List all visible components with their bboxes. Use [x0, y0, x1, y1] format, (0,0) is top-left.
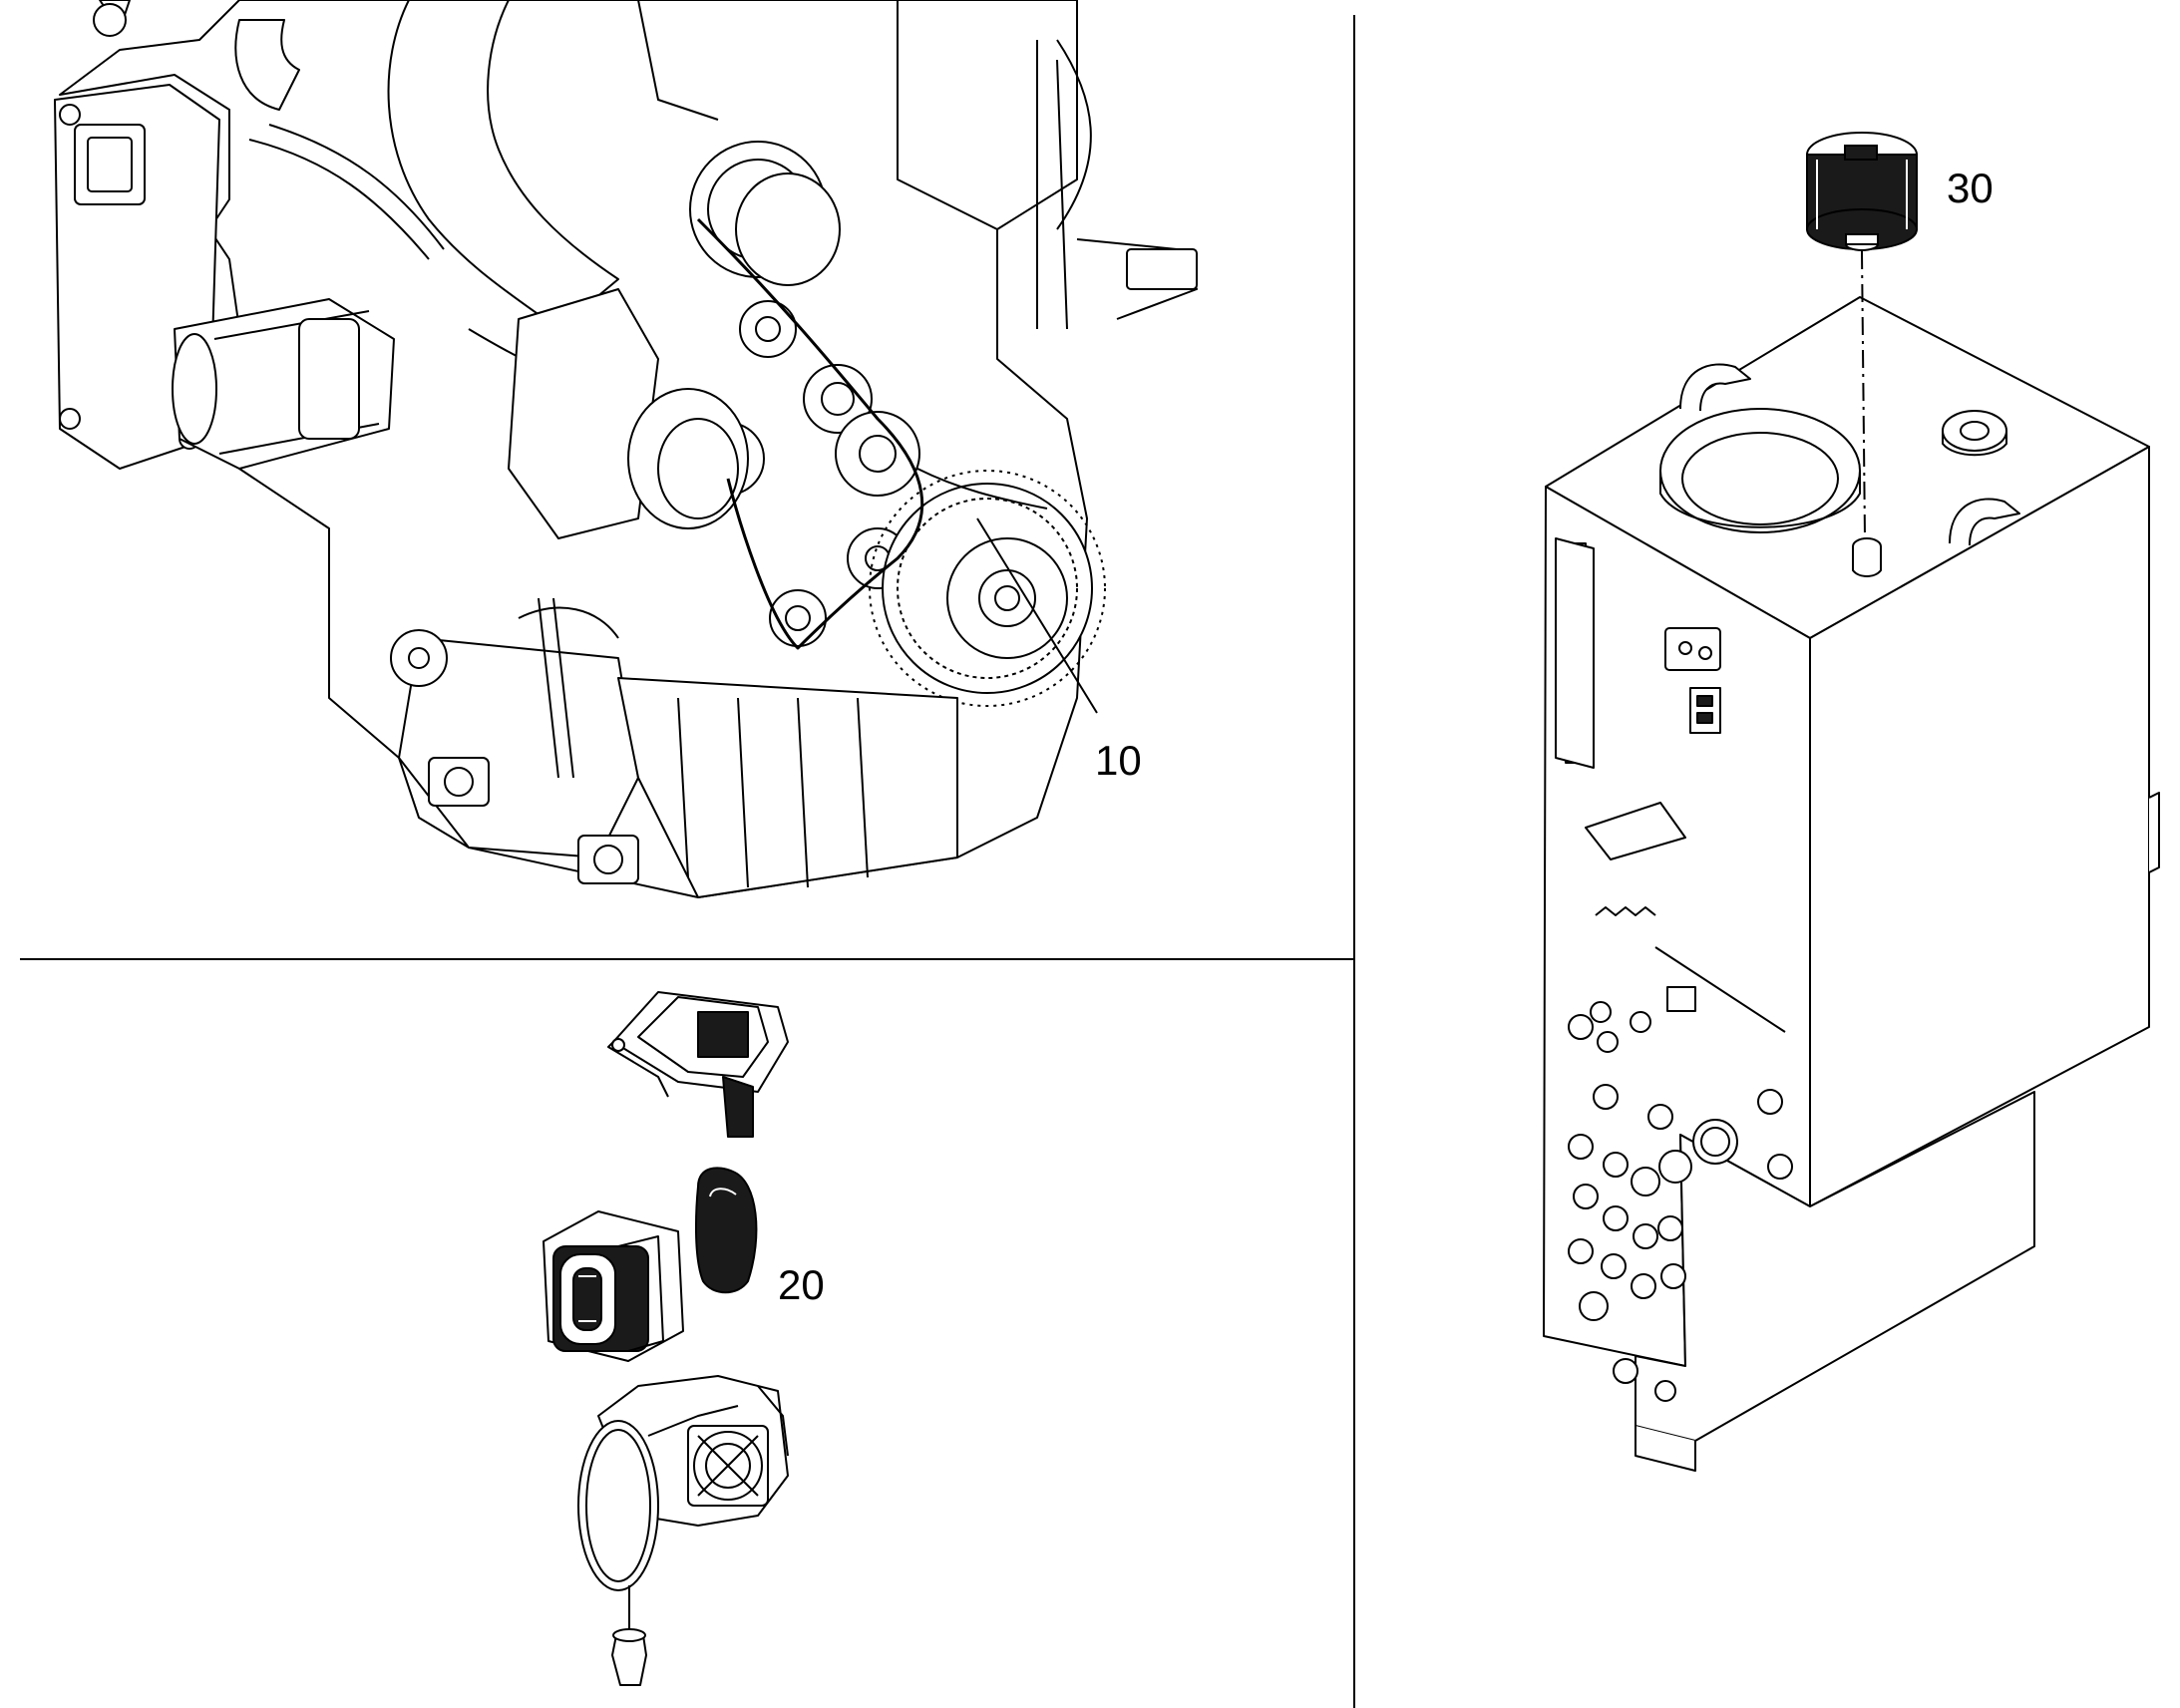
callout-20: 20 [778, 1261, 825, 1308]
tank-icon [1544, 297, 2159, 1471]
callout-10: 10 [1095, 737, 1142, 784]
cap-axis-line [1862, 251, 1865, 538]
engine-icon [55, 0, 1197, 897]
air-filter-icon [544, 992, 788, 1685]
callout-30: 30 [1947, 165, 1994, 211]
leader-line-10 [977, 518, 1097, 713]
filler-cap-icon [1807, 133, 1917, 250]
